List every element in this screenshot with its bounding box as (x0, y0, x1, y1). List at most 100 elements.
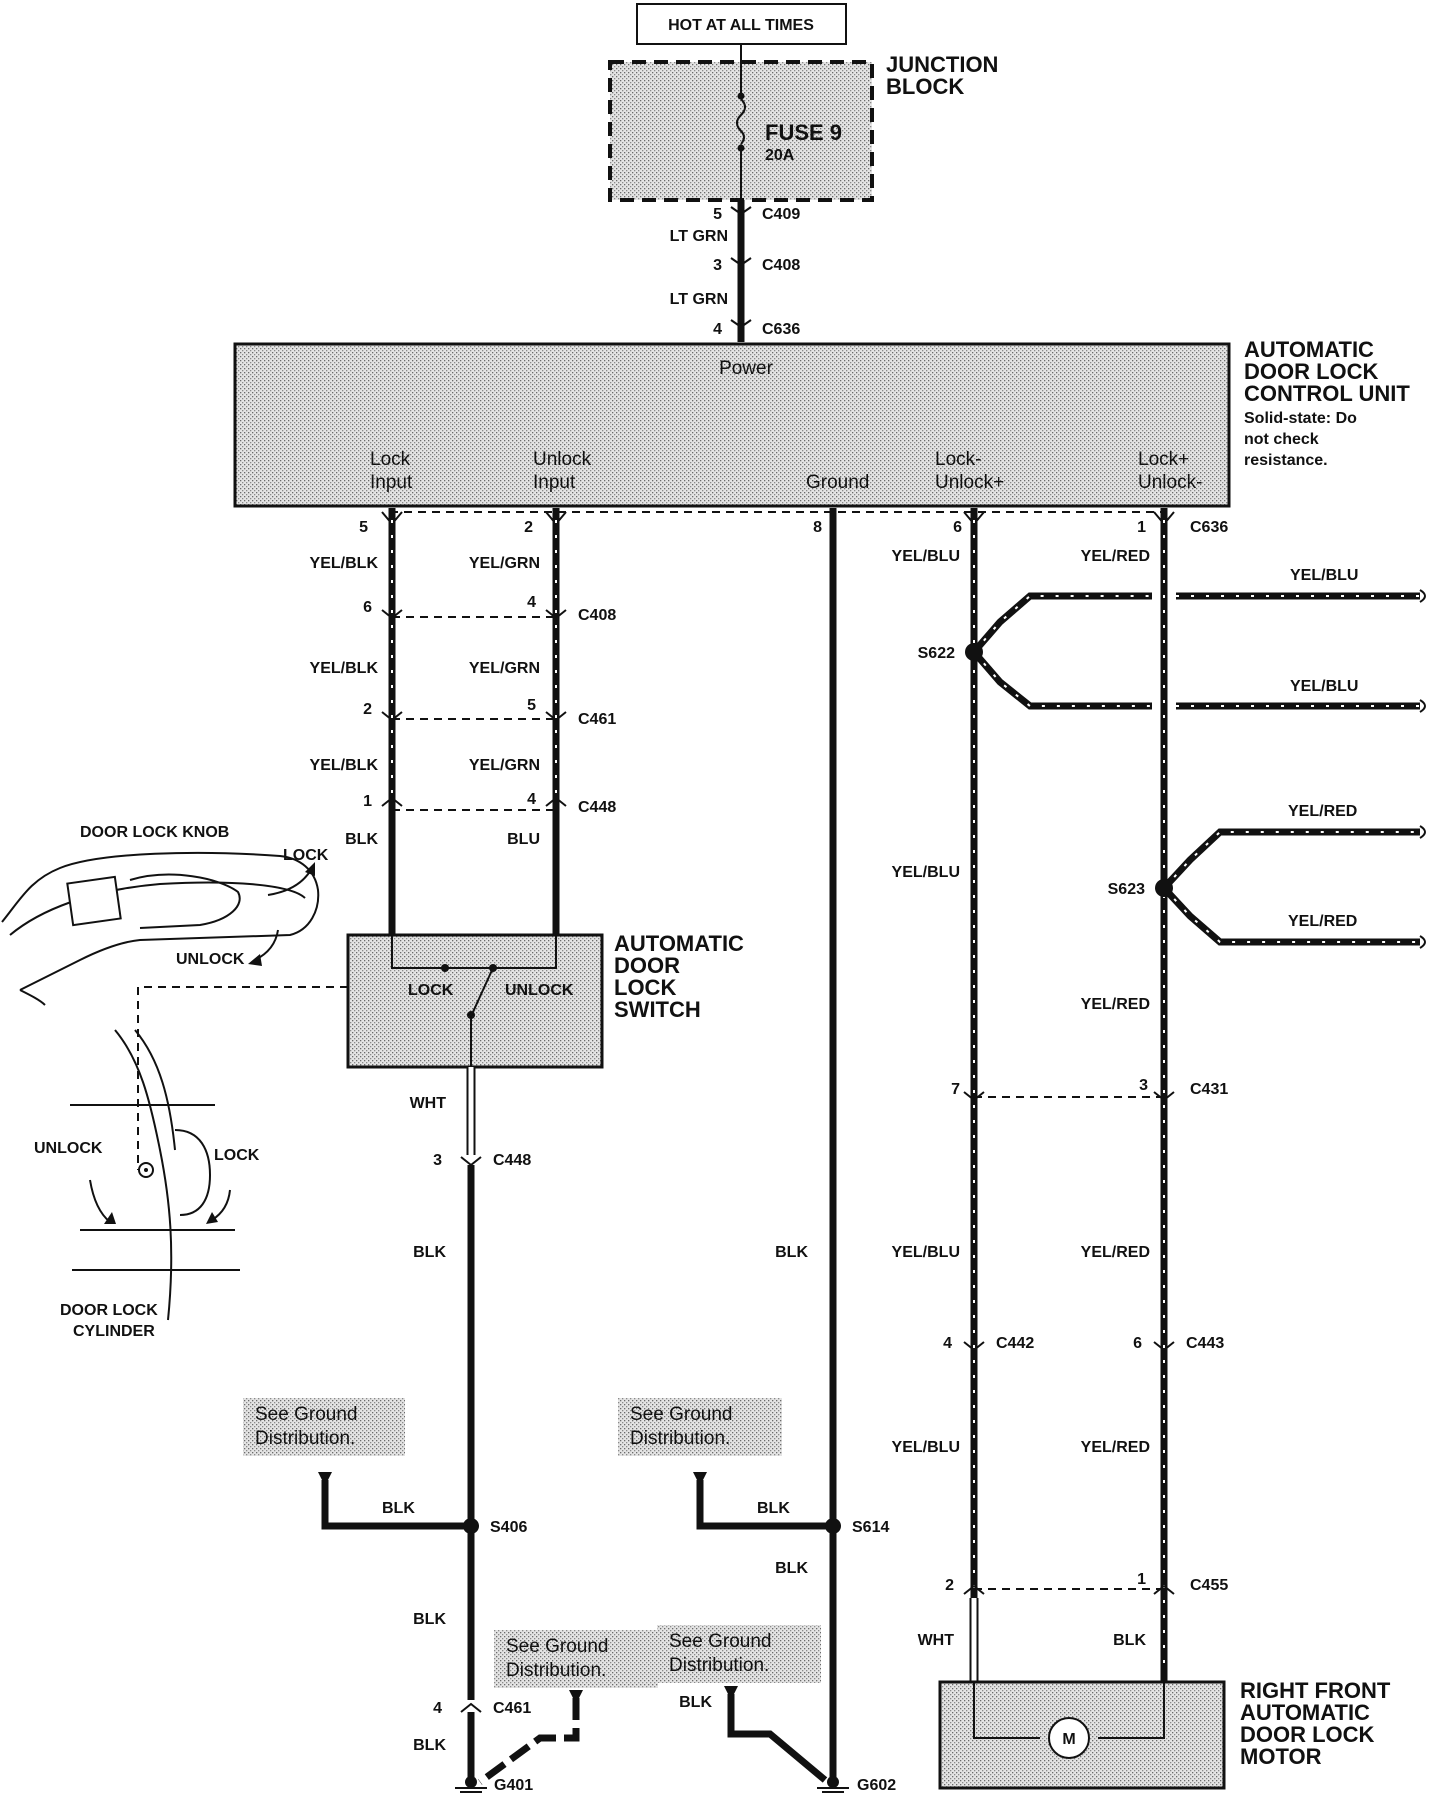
connector-c442: 4 C442 (943, 1335, 1034, 1352)
wire-blk-to-s406 (321, 1480, 471, 1530)
svg-text:3: 3 (713, 257, 722, 274)
svg-text:C636: C636 (1190, 519, 1228, 536)
wire-wht-motor-label: WHT (918, 1632, 955, 1649)
switch-lock-label: LOCK (408, 982, 454, 999)
ground-ref-2: See Ground Distribution. (618, 1398, 782, 1456)
door-lock-cylinder-illustration (70, 1029, 240, 1321)
splice-s406-label: S406 (490, 1519, 527, 1536)
svg-text:M: M (1062, 1731, 1075, 1748)
splice-s622 (965, 643, 983, 661)
unlock-input-label-2: Input (533, 472, 576, 493)
wire-yel-blu-label-4: YEL/BLU (892, 1439, 960, 1456)
control-unit-note-3: resistance. (1244, 452, 1328, 469)
knob-lock-label: LOCK (283, 847, 329, 864)
door-lock-knob-label: DOOR LOCK KNOB (80, 824, 229, 841)
ground-ref-1-arrow (318, 1472, 332, 1486)
svg-text:Distribution.: Distribution. (669, 1655, 769, 1676)
svg-text:3: 3 (1139, 1077, 1148, 1094)
svg-text:C443: C443 (1186, 1335, 1224, 1352)
wire-blu-switch: BLU (507, 831, 540, 848)
svg-text:C409: C409 (762, 206, 800, 223)
svg-text:8: 8 (813, 519, 822, 536)
svg-text:1: 1 (1137, 519, 1146, 536)
wire-yel-grn-2: YEL/GRN (469, 660, 540, 677)
knob-unlock-label: UNLOCK (176, 951, 245, 968)
switch-title-1: AUTOMATIC (614, 931, 744, 956)
door-lock-switch: LOCK UNLOCK (346, 933, 604, 1069)
cylinder-lock-label: LOCK (214, 1147, 260, 1164)
wire-yel-blk-2: YEL/BLK (310, 660, 379, 677)
connector-c448: 1 4 C448 (363, 791, 616, 816)
svg-text:6: 6 (1133, 1335, 1142, 1352)
unlock-input-label-1: Unlock (533, 449, 592, 470)
svg-text:2: 2 (524, 519, 533, 536)
lock-input-label-2: Input (370, 472, 413, 493)
svg-text:1: 1 (1137, 1571, 1146, 1588)
splice-s623 (1155, 879, 1173, 897)
svg-text:4: 4 (943, 1335, 952, 1352)
ground-ref-2-arrow (693, 1472, 707, 1486)
control-unit-title-1: AUTOMATIC (1244, 337, 1374, 362)
wire-blk-switch: BLK (345, 831, 378, 848)
svg-text:2: 2 (945, 1577, 954, 1594)
switch-title-4: SWITCH (614, 997, 701, 1022)
lock-input-label-1: Lock (370, 449, 411, 470)
fuse-rating: 20A (765, 147, 795, 164)
switch-title-2: DOOR (614, 953, 680, 978)
control-unit-note-2: not check (1244, 431, 1319, 448)
s622-branches (971, 589, 1426, 713)
connector-c431: 7 3 C431 (951, 1077, 1228, 1102)
mechanical-linkage (137, 986, 348, 1170)
fuse-label: FUSE 9 (765, 120, 842, 145)
svg-text:Distribution.: Distribution. (255, 1428, 355, 1449)
svg-text:5: 5 (359, 519, 368, 536)
wire-yel-blu-branch-1: YEL/BLU (1290, 567, 1358, 584)
power-label: Power (719, 358, 774, 379)
svg-text:2: 2 (363, 701, 372, 718)
wire-yel-blu-label-1: YEL/BLU (892, 548, 960, 565)
wire-lt-grn-2: LT GRN (670, 291, 728, 308)
svg-text:C448: C448 (578, 799, 616, 816)
wire-blk-g602 (727, 1694, 828, 1783)
svg-text:C442: C442 (996, 1335, 1034, 1352)
wire-blk-label-2: BLK (413, 1611, 446, 1628)
motor-title-1: RIGHT FRONT (1240, 1678, 1391, 1703)
lock-unlock-plus-label-2: Unlock+ (935, 472, 1004, 493)
ground-g401 (455, 1776, 487, 1793)
svg-text:See Ground: See Ground (669, 1631, 771, 1652)
splice-s622-label: S622 (918, 645, 955, 662)
ground-ref-3: See Ground Distribution. (494, 1630, 658, 1688)
svg-text:See Ground: See Ground (630, 1404, 732, 1425)
lock-plus-unlock-label-1: Lock+ (1138, 449, 1189, 470)
svg-text:C455: C455 (1190, 1577, 1228, 1594)
ground-ref-4-arrow (724, 1686, 738, 1700)
svg-text:Distribution.: Distribution. (506, 1660, 606, 1681)
switch-title-3: LOCK (614, 975, 676, 1000)
fuse-terminal-top (737, 92, 745, 100)
control-unit-box: Power Lock Input Unlock Input Ground Loc… (233, 342, 1231, 508)
connector-c408-feed: 3 C408 (713, 257, 800, 274)
connector-c461-lower: 4 C461 (433, 1700, 531, 1717)
svg-text:4: 4 (527, 791, 536, 808)
wire-blk-motor-label: BLK (1113, 1632, 1146, 1649)
svg-text:1: 1 (363, 793, 372, 810)
ground-ref-1: See Ground Distribution. (243, 1398, 405, 1456)
junction-block-title-2: BLOCK (886, 74, 964, 99)
control-unit-title-3: CONTROL UNIT (1244, 381, 1410, 406)
connector-c461: 2 5 C461 (363, 697, 616, 728)
svg-text:6: 6 (363, 599, 372, 616)
wire-blk-label-1: BLK (413, 1244, 446, 1261)
motor-title-2: AUTOMATIC (1240, 1700, 1370, 1725)
connector-c636-feed: 4 C636 (713, 319, 800, 338)
ground-ref-3-arrow (569, 1690, 583, 1704)
connector-c448-lower: 3 C448 (433, 1152, 531, 1169)
wire-lt-grn-1: LT GRN (670, 228, 728, 245)
wire-yel-red-branch-2: YEL/RED (1288, 913, 1357, 930)
svg-text:See Ground: See Ground (506, 1636, 608, 1657)
ground-ref-4: See Ground Distribution. (657, 1625, 821, 1683)
cylinder-label-2: CYLINDER (73, 1323, 155, 1340)
connector-c409: 5 C409 (713, 206, 800, 223)
wire-yel-grn-1: YEL/GRN (469, 555, 540, 572)
control-unit-note-1: Solid-state: Do (1244, 410, 1357, 427)
